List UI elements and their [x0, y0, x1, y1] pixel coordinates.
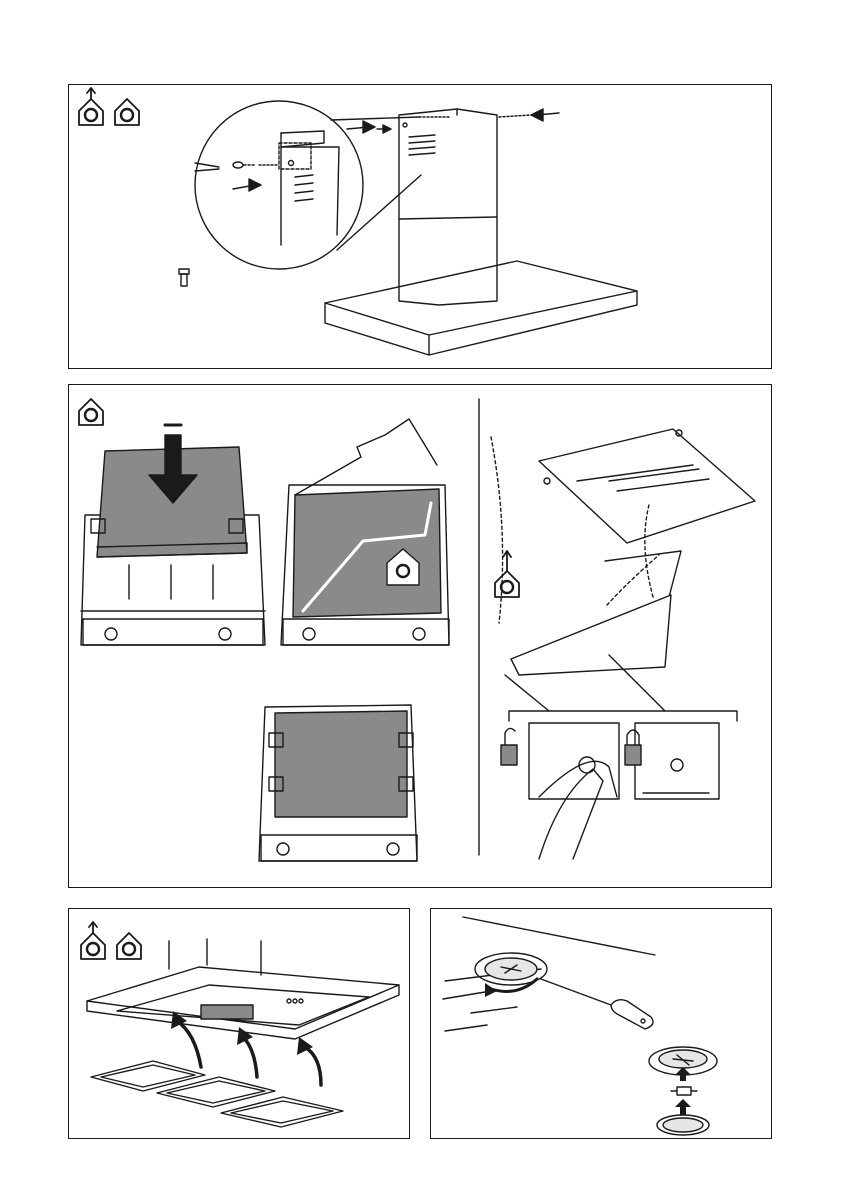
- panel-lamp-replacement: [430, 908, 772, 1139]
- lamp-replacement-illustration: [431, 909, 773, 1140]
- lamp-exploded: [649, 1047, 717, 1135]
- hood-underside: [491, 429, 755, 675]
- metal-filter-illustration: [69, 909, 411, 1140]
- filter-frame-step-2: [281, 419, 449, 645]
- recirculation-outlet-icon: [79, 88, 103, 125]
- recirculation-outlet-icon: [495, 551, 519, 597]
- panel-chimney-fixing: [68, 84, 772, 369]
- filter-frame-step-1: [81, 425, 265, 645]
- panel-grease-filter-installation: [68, 384, 772, 888]
- hood-canopy: [325, 261, 637, 355]
- recirculation-icon: [79, 399, 103, 425]
- detail-unlocked: [501, 723, 619, 859]
- detail-bracket: [509, 711, 737, 721]
- recirculation-outlet-icon: [81, 922, 105, 959]
- panel-metal-filter-removal: [68, 908, 410, 1139]
- metal-filter-right: [221, 1097, 343, 1127]
- unlocked-padlock-icon: [501, 728, 517, 765]
- metal-filter-left: [91, 1061, 205, 1091]
- metal-filter-center: [157, 1077, 275, 1107]
- recirculation-icon: [117, 933, 141, 959]
- detail-magnifier: [195, 101, 421, 269]
- chimney-fixing-illustration: [69, 85, 773, 370]
- screw-icon: [179, 269, 189, 286]
- detail-locked: [625, 723, 719, 799]
- hood-edge: [463, 917, 655, 955]
- filter-frame-step-3: [259, 705, 417, 861]
- locked-padlock-icon: [625, 730, 641, 765]
- filter-installation-illustration: [69, 385, 773, 889]
- recirculation-icon: [115, 99, 139, 125]
- screwdriver-icon: [541, 979, 653, 1029]
